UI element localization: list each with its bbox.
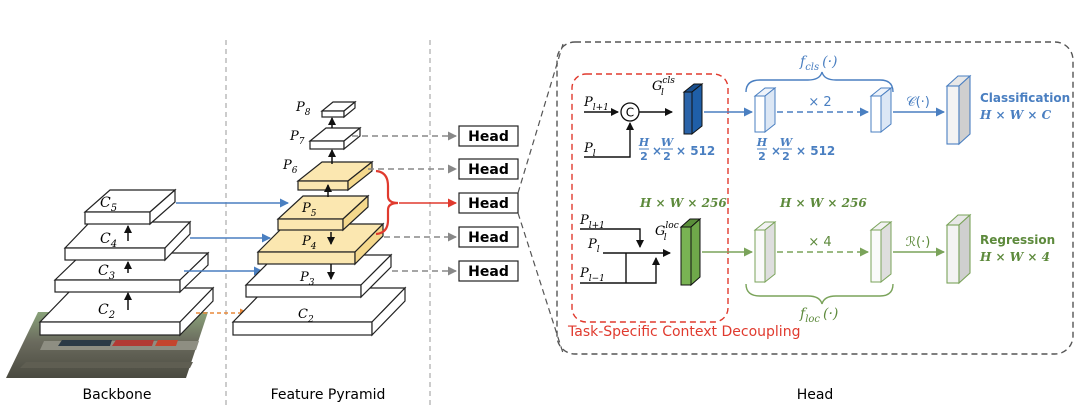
label-c2: C2: [98, 302, 115, 321]
regression-branch: H × W × 256 × 4 ℛ(·) Regression H × W × …: [702, 196, 1055, 325]
cls-function-label: fcls(·): [799, 54, 838, 73]
head-detail-panel: [556, 41, 1074, 355]
svg-text:2: 2: [640, 150, 648, 163]
cls-output-label: Classification: [980, 91, 1070, 105]
reg-output-feature: [945, 213, 972, 285]
cls-operator: 𝒞(·): [906, 95, 930, 110]
decoupling-title: Task-Specific Context Decoupling: [567, 324, 800, 340]
loc-input-upper: Pl+1: [579, 213, 605, 231]
reg-output-dims: H × W × 4: [979, 250, 1050, 264]
zoom-line-top: [517, 43, 564, 194]
svg-text:W: W: [661, 136, 675, 149]
reg-brace: [745, 283, 894, 305]
caption-head: Head: [797, 387, 834, 403]
cls-output-feature: [945, 74, 972, 146]
cls-output-dims: H × W × C: [979, 108, 1052, 122]
zoom-line-bottom: [517, 212, 564, 354]
pyramid-p5: [276, 194, 370, 232]
feature-pyramid: P8 P7 P6 P5 P4 P3 C2: [231, 100, 407, 337]
svg-text:×: ×: [652, 144, 662, 158]
pyramid-p6: [296, 160, 374, 192]
reg-conv-last: [869, 220, 893, 284]
classification-branch: fcls(·) × 2 𝒞(·) Classification H × W × …: [704, 54, 1070, 163]
reg-function-label: floc(·): [799, 306, 838, 325]
label-p3: P3: [299, 270, 315, 288]
svg-text:2: 2: [782, 150, 790, 163]
label-p6: P6: [282, 158, 298, 176]
label-p8: P8: [295, 100, 311, 118]
head-box-p7: [458, 125, 519, 147]
svg-text:W: W: [780, 136, 794, 149]
cls-conv-first: [753, 86, 777, 134]
caption-feature-pyramid: Feature Pyramid: [271, 387, 386, 403]
cls-arrow-lower: [584, 122, 634, 158]
cls-brace: [745, 71, 894, 93]
svg-text:2: 2: [663, 150, 671, 163]
head-box-p5: [458, 192, 519, 214]
cls-input-upper: Pl+1: [583, 95, 609, 113]
head-box-p4: [458, 226, 519, 248]
reg-repeat: × 4: [808, 235, 831, 250]
head-box-p3: [458, 260, 519, 282]
head-box-p4-label: Head: [468, 230, 509, 246]
loc-dims-top: H × W × 256: [639, 196, 727, 210]
head-box-p6-label: Head: [468, 162, 509, 178]
cls-repeat: × 2: [808, 95, 831, 110]
reg-dims-top: H × W × 256: [779, 196, 867, 210]
cls-conv-last: [869, 86, 893, 134]
loc-gate-feature: [679, 217, 702, 287]
loc-input-mid: Pl: [587, 237, 600, 255]
label-c5: C5: [100, 195, 117, 214]
head-box-p7-label: Head: [468, 129, 509, 145]
svg-text:× 512: × 512: [676, 144, 715, 158]
label-p7: P7: [289, 129, 305, 147]
label-c4: C4: [100, 231, 117, 250]
head-boxes: Head Head Head Head Head: [458, 125, 519, 282]
backbone-c5: [83, 188, 177, 226]
svg-text:H: H: [756, 136, 768, 149]
loc-arrow-lower: [580, 257, 660, 284]
cls-gate-dims: H 2 × W 2 × 512: [638, 136, 715, 163]
label-p5: P5: [301, 201, 317, 219]
backbone-c2: [38, 286, 215, 337]
reg-output-label: Regression: [980, 233, 1055, 247]
cls-branch-dims: H 2 × W 2 × 512: [756, 136, 835, 163]
backbone-stack: C2 C3 C4 C5: [6, 188, 215, 378]
label-c3: C3: [98, 263, 115, 282]
svg-text:× 512: × 512: [796, 144, 835, 158]
loc-arrow-upper: [580, 228, 644, 248]
svg-text:H: H: [638, 136, 650, 149]
concat-symbol: C: [626, 106, 634, 120]
head-box-p6: [458, 158, 519, 180]
loc-input-lower: Pl−1: [579, 266, 605, 284]
svg-text:×: ×: [771, 144, 781, 158]
pyramid-p7: [308, 126, 362, 151]
caption-backbone: Backbone: [83, 387, 152, 403]
reg-operator: ℛ(·): [906, 235, 931, 250]
cls-gate-feature: [682, 82, 704, 136]
cls-input-lower: Pl: [583, 141, 596, 159]
label-p4: P4: [301, 234, 317, 252]
decoupling-box: [571, 73, 729, 323]
selection-brace: [375, 169, 399, 236]
pyramid-p8: [320, 100, 357, 119]
label-pyramid-c2: C2: [298, 307, 314, 325]
head-box-p3-label: Head: [468, 264, 509, 280]
svg-text:2: 2: [758, 150, 766, 163]
reg-conv-first: [753, 220, 777, 284]
head-box-p5-label: Head: [468, 196, 509, 212]
